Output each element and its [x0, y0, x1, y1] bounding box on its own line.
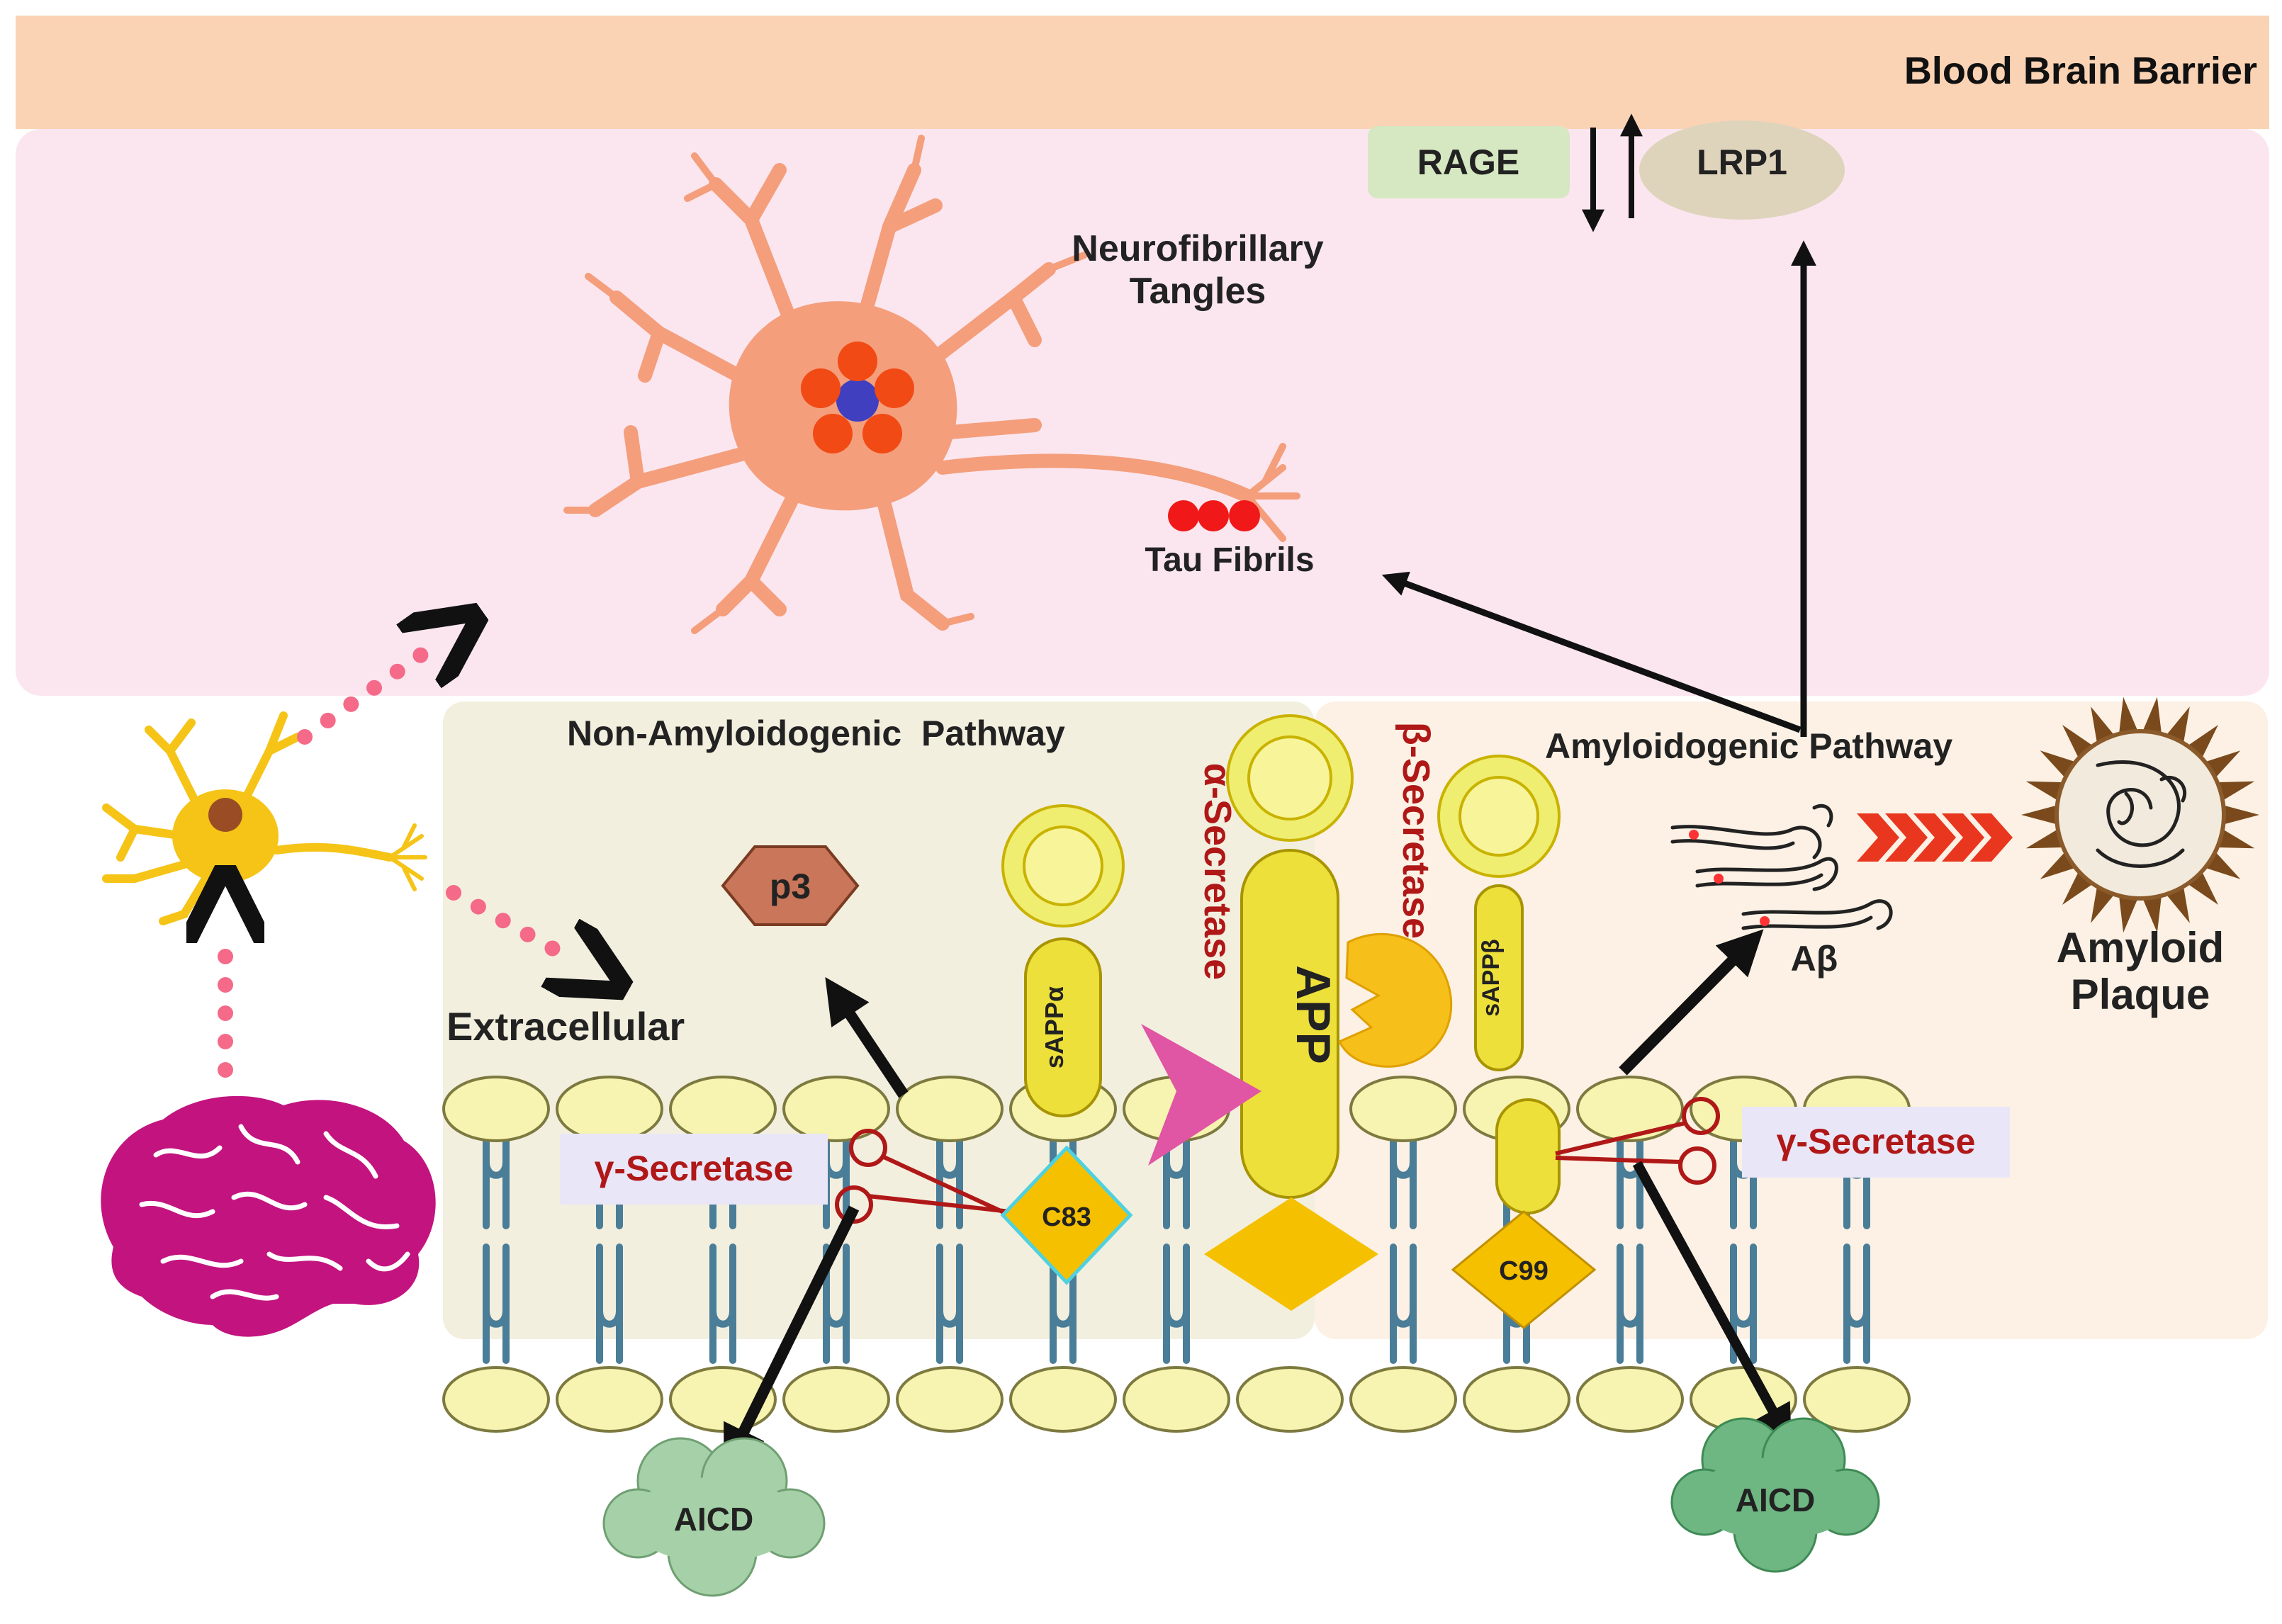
- lipid-head: [782, 1076, 890, 1142]
- arrow-to-abeta: [1619, 929, 1764, 1076]
- arrow-to-aicd-right: [1632, 1161, 1792, 1445]
- neurofibrillary-tangles-label-2: Tangles: [1130, 271, 1266, 312]
- arrow-to-aicd-left: [724, 1205, 860, 1472]
- small-neuron-soma: [172, 789, 279, 883]
- neuron-illustration: [563, 135, 1300, 634]
- scissors-right-icon: [1555, 1097, 1720, 1185]
- blood-brain-barrier-band: [16, 16, 2269, 129]
- lipid-head: [442, 1076, 550, 1142]
- sappb-head-inner: [1458, 776, 1539, 857]
- lipid-head: [1349, 1076, 1457, 1142]
- extracellular-label: Extracellular: [446, 1004, 685, 1049]
- lipid-head: [896, 1076, 1004, 1142]
- lipid-tail: [483, 1130, 510, 1364]
- c83-label: C83: [1042, 1202, 1091, 1232]
- lipid-head: [1009, 1366, 1117, 1433]
- neurofibrillary-tangle-cluster: [801, 342, 914, 453]
- c83-fragment: [1000, 1145, 1133, 1285]
- lipid-head: [1576, 1076, 1684, 1142]
- rage-label: RAGE: [1417, 142, 1519, 182]
- p3-label: p3: [770, 867, 811, 906]
- aicd-left-label: AICD: [674, 1501, 753, 1538]
- app-label: APP: [1286, 965, 1340, 1064]
- gamma-secretase-left-label: γ-Secretase: [595, 1149, 794, 1188]
- gamma-secretase-left-box: [560, 1134, 828, 1205]
- tau-fibrils-label: Tau Fibrils: [1145, 541, 1314, 579]
- lipid-head: [1123, 1366, 1230, 1433]
- lipid-tail: [1163, 1130, 1190, 1364]
- p3-fragment: [721, 845, 860, 926]
- gamma-secretase-right-label: γ-Secretase: [1777, 1122, 1976, 1161]
- scissors-left-icon: [835, 1129, 1011, 1224]
- small-neuron-terminal: [388, 823, 427, 891]
- beta-secretase-label: β-Secretase: [1395, 722, 1437, 939]
- lipid-head: [442, 1366, 550, 1433]
- aicd-right-label: AICD: [1736, 1482, 1815, 1518]
- lrp1-label: LRP1: [1697, 142, 1787, 182]
- lipid-head: [556, 1076, 663, 1142]
- dotted-arrow-neuron-to-membrane: [446, 885, 567, 957]
- sappb-label: sAPPβ: [1478, 939, 1505, 1017]
- arrow-to-p3: [825, 977, 909, 1098]
- rage-receptor: [1368, 126, 1570, 198]
- sappb-fragment: [1474, 884, 1524, 1071]
- lipid-head: [1349, 1366, 1457, 1433]
- tau-fibril-dots: [1168, 500, 1260, 531]
- c99-fragment: [1451, 1210, 1597, 1329]
- lipid-head: [782, 1366, 890, 1433]
- beta-secretase-enzyme: [1337, 932, 1453, 1068]
- sappa-fragment: [1024, 937, 1102, 1117]
- aggregation-chevrons: [1857, 813, 2013, 862]
- app-protein: [1240, 849, 1339, 1199]
- abeta-oligomer-beads: [1689, 830, 1770, 926]
- neurofibrillary-tangles-label-1: Neurofibrillary: [1072, 228, 1323, 269]
- arrow-to-tau-fibrils: [1381, 571, 1802, 733]
- alpha-secretase-label: α-Secretase: [1196, 763, 1239, 980]
- abeta-label: Aβ: [1791, 939, 1838, 979]
- lipid-head: [1463, 1366, 1570, 1433]
- brain-space-region: [16, 129, 2269, 696]
- lipid-head: [1576, 1366, 1684, 1433]
- gamma-secretase-right-box: [1742, 1107, 2010, 1178]
- aicd-right-core: [1694, 1457, 1857, 1540]
- amyloid-plaque-label-1: Amyloid: [2057, 924, 2225, 971]
- lipid-head: [1803, 1366, 1911, 1433]
- c99-transmembrane-stub: [1495, 1098, 1561, 1214]
- lipid-head: [896, 1366, 1004, 1433]
- amyloid-plaque-body: [2055, 729, 2226, 901]
- lipid-head: [1236, 1366, 1344, 1433]
- brain-icon: [101, 1095, 436, 1337]
- small-neuron-nucleus: [208, 798, 242, 832]
- lrp1-receptor: [1639, 120, 1845, 220]
- blood-brain-barrier-label: Blood Brain Barrier: [1904, 50, 2257, 92]
- amyloid-plaque-fibrils: [2096, 760, 2187, 868]
- app-intracellular-domain: [1204, 1197, 1378, 1311]
- app-head-inner: [1247, 735, 1332, 821]
- lipid-tail: [1617, 1130, 1643, 1364]
- non-amyloidogenic-pathway-label: Non-Amyloidogenic Pathway: [567, 714, 1065, 753]
- amyloidogenic-pathway-label: Amyloidogenic Pathway: [1545, 726, 1952, 766]
- c99-label: C99: [1499, 1256, 1548, 1286]
- amyloid-plaque-label-2: Plaque: [2071, 971, 2210, 1018]
- alpha-secretase-enzyme: [1141, 1024, 1261, 1166]
- lipid-head: [556, 1366, 663, 1433]
- sappa-label: sAPPα: [1040, 986, 1069, 1068]
- dotted-arrow-neuron-to-brain-space: [297, 652, 425, 745]
- abeta-oligomer-icon: [1670, 804, 1893, 930]
- lipid-tail: [1390, 1130, 1417, 1364]
- aicd-left-core: [629, 1477, 799, 1562]
- lipid-head: [669, 1076, 777, 1142]
- sappa-head-inner: [1023, 825, 1103, 906]
